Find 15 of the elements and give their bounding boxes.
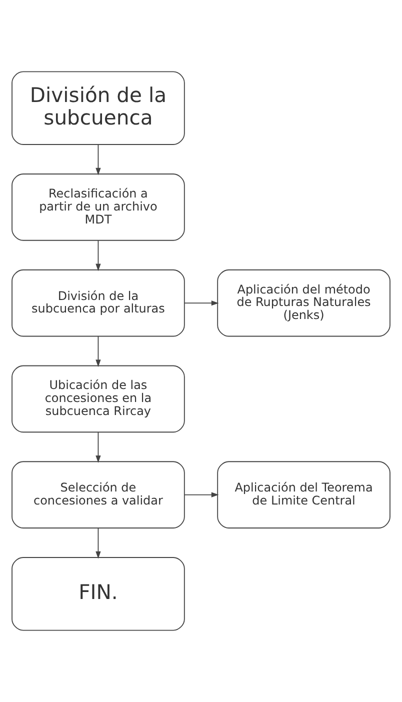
node-box: Aplicación del Teorema de Limite Central xyxy=(217,461,390,528)
node-box: FIN. xyxy=(12,557,185,631)
node-box: Aplicación del método de Rupturas Naturales (Jenks) xyxy=(217,269,390,337)
node-box: División de la subcuenca por alturas xyxy=(12,269,185,337)
arrow xyxy=(184,492,219,498)
node-box: División de la subcuenca xyxy=(12,71,185,145)
arrow xyxy=(96,528,101,559)
arrow xyxy=(96,336,101,367)
arrow xyxy=(184,300,219,306)
arrow xyxy=(96,432,101,463)
arrow xyxy=(96,240,101,272)
node-box: Selección de concesiones a validar xyxy=(12,461,185,528)
node-box: Ubicación de las concesiones en la subcuenca Rircay xyxy=(12,365,185,433)
node-box: Reclasificación a partir de un archivo MDT xyxy=(12,174,185,241)
arrow xyxy=(96,144,101,176)
